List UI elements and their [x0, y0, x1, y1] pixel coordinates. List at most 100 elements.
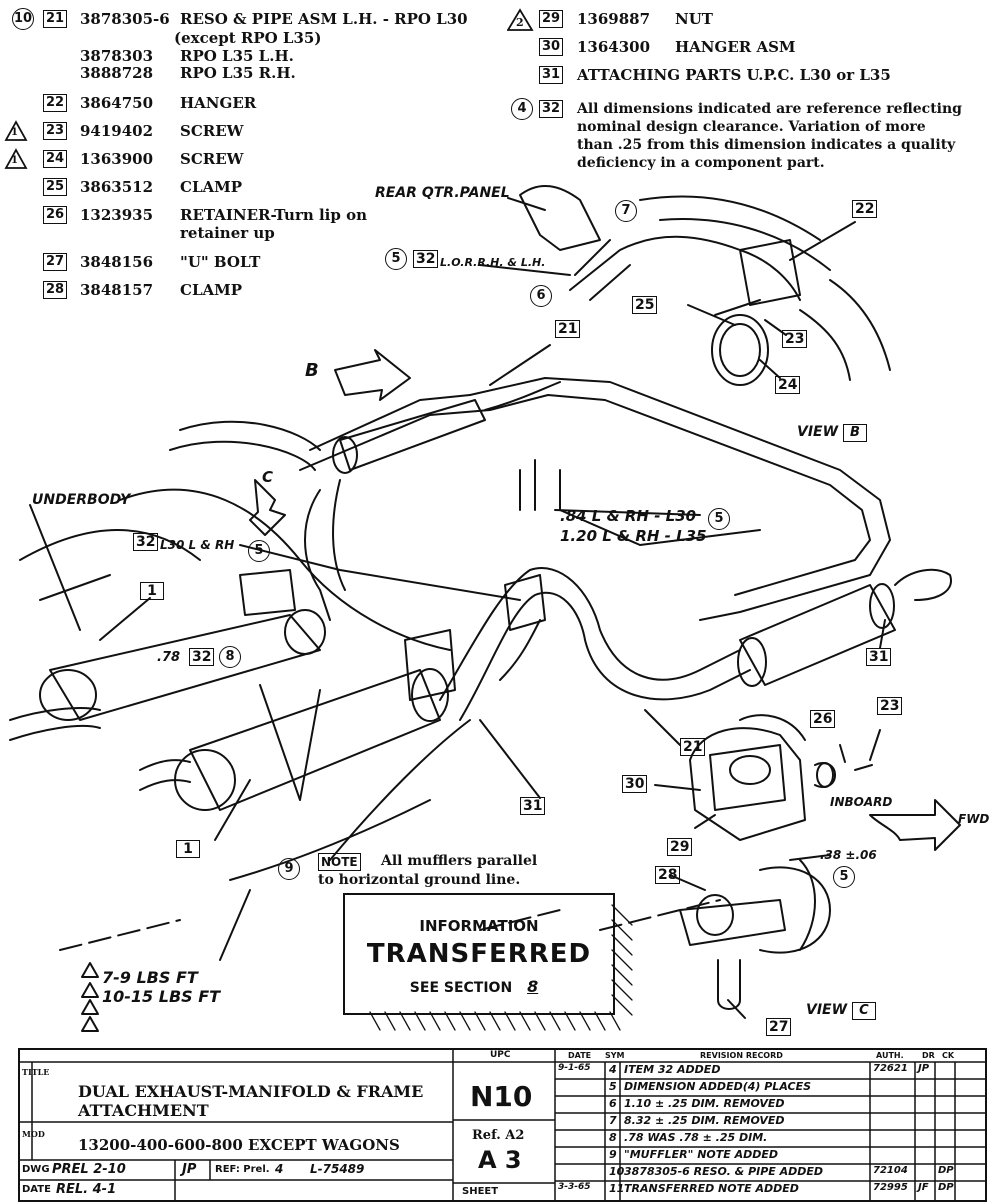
part-number: 3848156	[80, 253, 154, 271]
note-tag: NOTE	[318, 853, 361, 871]
view-b-text: VIEW	[797, 424, 839, 440]
callout-box-27: 27	[766, 1018, 792, 1036]
note-text-line1: All mufflers parallel	[381, 853, 538, 869]
ref-label: REF: Prel.	[215, 1164, 270, 1175]
callout-box-28: 28	[655, 866, 681, 884]
dim-78-label: .78	[157, 650, 181, 665]
revision-date: 3-3-65	[558, 1182, 591, 1192]
fwd-arrow	[869, 799, 961, 851]
lo-rh-lh-label: L.O.R.R.H. & L.H.	[440, 256, 546, 269]
part-number: 3878303	[80, 47, 154, 65]
part-description: CLAMP	[180, 281, 243, 299]
part-description: "U" BOLT	[180, 253, 261, 271]
part-description: RETAINER-Turn lip on	[180, 206, 367, 224]
view-b-label: VIEW B	[797, 424, 867, 442]
drawing-title-line1: DUAL EXHAUST-MANIFOLD & FRAME	[78, 1082, 424, 1101]
callout-box-32c: 32	[189, 648, 215, 666]
title-block-grid	[20, 1050, 985, 1200]
revision-auth: 72104	[873, 1165, 908, 1176]
revision-text: 1.10 ± .25 DIM. REMOVED	[624, 1097, 785, 1110]
part-description: RPO L35 R.H.	[180, 64, 296, 82]
callout-circle-5c: 5	[248, 540, 270, 562]
callout-box-30: 30	[622, 775, 648, 793]
ref-circle-10: 10	[12, 8, 34, 30]
part-description-cont: (except RPO L35)	[174, 29, 322, 47]
item-number-26: 26	[43, 206, 68, 224]
exhaust-system-drawing	[9, 184, 961, 1032]
upc-label: UPC	[490, 1050, 511, 1060]
torque-ref: 1	[11, 127, 18, 138]
sheet-a3: A 3	[478, 1146, 522, 1174]
information-transferred-box: INFORMATION TRANSFERRED SEE SECTION 8	[343, 893, 615, 1015]
callout-box-32: 32	[413, 250, 439, 268]
callout-box-31: 31	[866, 648, 892, 666]
col-sym: SYM	[605, 1051, 625, 1060]
revision-auth: 72621	[873, 1063, 908, 1074]
callout-box-22: 22	[852, 200, 878, 218]
dim-38-label: .38 ±.06	[820, 848, 877, 862]
torque-ref: 1	[11, 155, 18, 166]
revision-date: 9-1-65	[558, 1063, 591, 1073]
callout-circle-6: 6	[530, 285, 552, 307]
item-number-24: 24	[43, 150, 68, 168]
revision-text: DIMENSION ADDED(4) PLACES	[624, 1080, 812, 1093]
torque-triangle-icon	[4, 120, 28, 141]
callout-box-25: 25	[632, 296, 658, 314]
torque-ref: 2	[516, 16, 524, 29]
part-number: 9419402	[80, 122, 154, 140]
callout-box-26: 26	[810, 710, 836, 728]
dim-120-label: 1.20 L & RH - L35	[560, 527, 707, 545]
revision-dr: JF	[918, 1182, 929, 1193]
revision-symbol: 5	[609, 1080, 617, 1093]
revision-symbol: 4	[609, 1063, 617, 1076]
callout-box-24: 24	[775, 376, 801, 394]
revision-symbol: 9	[609, 1148, 617, 1161]
note-line: than .25 from this dimension indicates a…	[577, 137, 956, 153]
ref-value: 4	[275, 1162, 284, 1176]
revision-text: .78 WAS .78 ± .25 DIM.	[624, 1131, 768, 1144]
date-label: DATE	[22, 1184, 51, 1195]
revision-dr: JP	[918, 1063, 930, 1074]
revision-symbol: 10	[609, 1165, 625, 1178]
revision-ck: DP	[938, 1182, 954, 1193]
torque-note-2: 10-15 LBS FT	[102, 987, 221, 1006]
date-value: REL. 4-1	[56, 1182, 117, 1197]
note-line: deficiency in a component part.	[577, 155, 825, 171]
arrow-c-label: C	[262, 468, 274, 486]
callout-box-23: 23	[782, 330, 808, 348]
ref-a2: Ref. A2	[472, 1128, 525, 1143]
item-number-28: 28	[43, 281, 68, 299]
sheet-label: SHEET	[462, 1186, 499, 1197]
info-line3: SEE SECTION 8	[345, 977, 613, 996]
callout-box-1b: 1	[176, 840, 200, 858]
part-description: SCREW	[180, 150, 244, 168]
revision-text: ITEM 32 ADDED	[624, 1063, 721, 1076]
part-description: SCREW	[180, 122, 244, 140]
item-number-31: 31	[539, 66, 564, 84]
revision-symbol: 11	[609, 1182, 625, 1195]
callout-box-23b: 23	[877, 697, 903, 715]
part-description: HANGER ASM	[675, 38, 796, 56]
part-description: CLAMP	[180, 178, 243, 196]
callout-box-31b: 31	[520, 797, 546, 815]
revision-symbol: 6	[609, 1097, 617, 1110]
ref-l-number: L-75489	[310, 1162, 365, 1176]
callout-circle-7: 7	[615, 200, 637, 222]
col-dr: DR	[922, 1051, 935, 1060]
note-line: nominal design clearance. Variation of m…	[577, 119, 926, 135]
revision-text: 8.32 ± .25 DIM. REMOVED	[624, 1114, 785, 1127]
item-number-25: 25	[43, 178, 68, 196]
underbody-label: UNDERBODY	[32, 492, 131, 508]
arrow-b-label: B	[305, 360, 319, 381]
inboard-label: INBOARD	[830, 795, 893, 809]
part-number: 3878305-6	[80, 10, 170, 28]
revision-text: TRANSFERRED NOTE ADDED	[624, 1182, 799, 1195]
muffler-upper	[39, 609, 326, 721]
item-number-32: 32	[539, 100, 564, 118]
col-auth: AUTH.	[876, 1051, 904, 1060]
ref-circle-4: 4	[511, 98, 533, 120]
callout-circle-8: 8	[219, 646, 241, 668]
see-section-text: SEE SECTION	[409, 980, 513, 996]
revision-text: 3878305-6 RESO. & PIPE ADDED	[624, 1165, 824, 1178]
model-text: 13200-400-600-800 EXCEPT WAGONS	[78, 1136, 400, 1154]
